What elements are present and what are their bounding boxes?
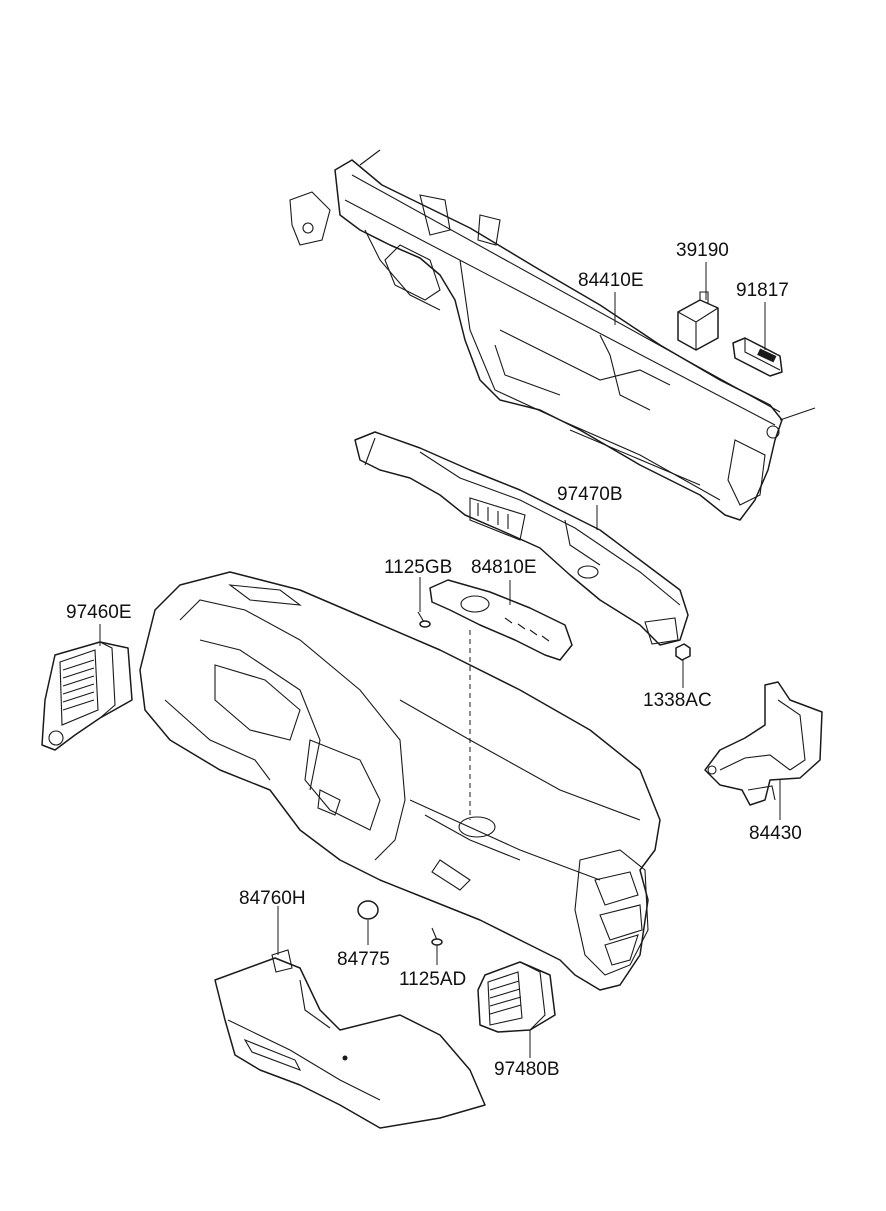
label-1125AD: 1125AD (399, 969, 466, 990)
label-1125GB: 1125GB (384, 557, 452, 578)
part-labels: 39190 84410E 91817 97470B 1125GB 84810E … (66, 240, 802, 1080)
label-84760H: 84760H (239, 888, 306, 909)
label-97480B: 97480B (494, 1059, 560, 1080)
crash-pad-body (139, 571, 661, 991)
label-97470B: 97470B (557, 484, 623, 505)
label-1338AC: 1338AC (643, 690, 712, 711)
crash-pad-frame (289, 149, 816, 521)
side-vent-97460E (41, 641, 133, 751)
label-39190: 39190 (676, 240, 729, 261)
center-vent-97480B (477, 961, 556, 1033)
screw-1125GB (417, 611, 431, 628)
bracket-91817 (732, 337, 783, 377)
cap-84775 (357, 900, 379, 920)
center-duct-97470B (354, 431, 689, 646)
leader-lines (99, 262, 781, 1058)
label-84775: 84775 (337, 949, 390, 970)
bracket-84430 (704, 681, 823, 806)
lower-panel-84760H (214, 949, 486, 1129)
label-84430: 84430 (749, 823, 802, 844)
nut-1338AC (675, 643, 691, 661)
bracket-84810E (429, 579, 573, 661)
label-97460E: 97460E (66, 602, 132, 623)
label-84410E: 84410E (578, 270, 644, 291)
relay-39190 (677, 291, 719, 351)
screw-1125AD (431, 927, 443, 946)
label-91817: 91817 (736, 280, 789, 301)
label-84810E: 84810E (471, 557, 537, 578)
